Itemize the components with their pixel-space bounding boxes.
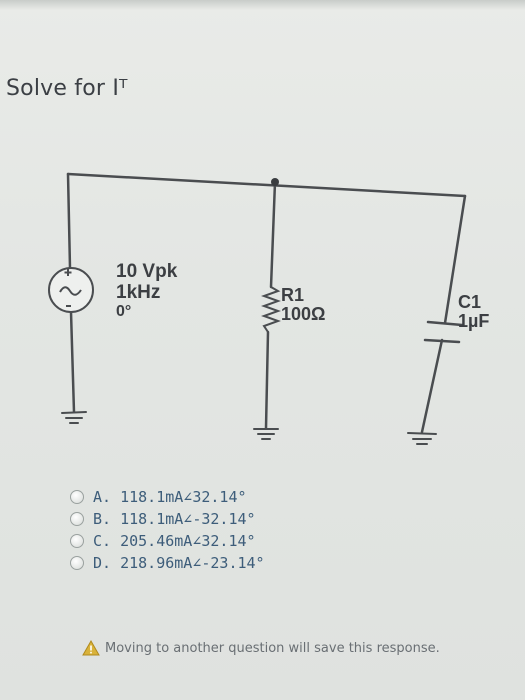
resistor-wire-bottom xyxy=(264,330,270,430)
capacitor-wire-top xyxy=(443,194,467,325)
option-c-label: C. 205.46mA∠32.14° xyxy=(93,532,256,550)
save-warning: Moving to another question will save thi… xyxy=(82,640,440,656)
resistor-name: R1 xyxy=(281,285,305,305)
option-c[interactable]: C. 205.46mA∠32.14° xyxy=(70,530,265,552)
source-wire-bottom xyxy=(69,310,76,414)
resistor-label: R1 100Ω xyxy=(281,286,325,324)
option-a[interactable]: A. 118.1mA∠32.14° xyxy=(70,486,265,508)
source-frequency: 1kHz xyxy=(116,281,161,303)
warning-icon xyxy=(82,640,100,656)
ground-icon-capacitor xyxy=(407,432,437,445)
radio-button-d[interactable] xyxy=(70,556,84,570)
answer-options: A. 118.1mA∠32.14° B. 118.1mA∠-32.14° C. … xyxy=(70,486,265,574)
option-d-label: D. 218.96mA∠-23.14° xyxy=(93,554,265,572)
radio-button-a[interactable] xyxy=(70,490,84,504)
ac-source-icon xyxy=(48,267,94,313)
capacitor-label: C1 1µF xyxy=(458,293,489,331)
capacitor-wire-bottom xyxy=(420,338,444,434)
resistor-wire-top xyxy=(269,180,277,289)
capacitor-icon xyxy=(423,320,464,344)
ground-icon-resistor xyxy=(253,428,279,440)
source-phase: 0° xyxy=(116,302,132,320)
radio-button-c[interactable] xyxy=(70,534,84,548)
radio-button-b[interactable] xyxy=(70,512,84,526)
option-d[interactable]: D. 218.96mA∠-23.14° xyxy=(70,552,265,574)
warning-text: Moving to another question will save thi… xyxy=(105,640,440,656)
ground-icon-source xyxy=(61,411,87,424)
option-b-label: B. 118.1mA∠-32.14° xyxy=(93,510,256,528)
capacitor-name: C1 xyxy=(458,292,482,312)
resistor-icon xyxy=(261,286,281,333)
junction-dot xyxy=(271,178,279,186)
capacitor-value: 1µF xyxy=(458,310,490,331)
question-prompt: Solve for Iᵀ xyxy=(6,76,128,101)
option-a-label: A. 118.1mA∠32.14° xyxy=(93,488,247,506)
source-label: 10 Vpk 1kHz 0° xyxy=(116,262,177,322)
top-bar xyxy=(0,0,525,10)
resistor-value: 100Ω xyxy=(281,303,326,324)
source-amplitude: 10 Vpk xyxy=(116,261,178,282)
option-b[interactable]: B. 118.1mA∠-32.14° xyxy=(70,508,265,530)
top-wire xyxy=(66,172,467,198)
source-wire-top xyxy=(66,172,72,270)
circuit-diagram xyxy=(48,172,467,445)
